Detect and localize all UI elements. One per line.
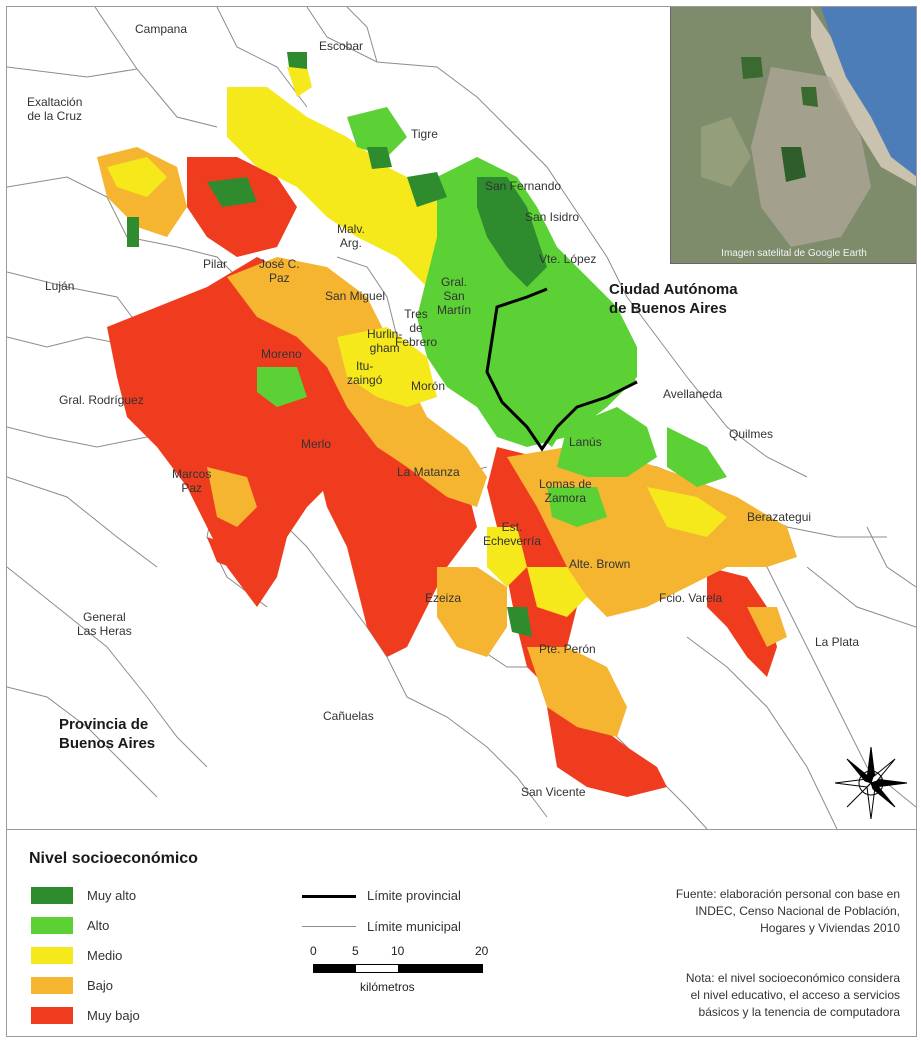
label-la-matanza: La Matanza xyxy=(397,465,460,479)
label-pilar: Pilar xyxy=(203,257,228,271)
legend: Nivel socioeconómico Muy alto Alto Medio… xyxy=(7,830,916,1036)
caba-area xyxy=(487,289,637,447)
compass-rose-icon xyxy=(834,746,908,820)
label-jose-c-paz: José C. Paz xyxy=(259,257,300,285)
legend-label-medio: Medio xyxy=(87,948,123,963)
label-canuelas: Cañuelas xyxy=(323,709,374,723)
provincial-boundary xyxy=(485,287,638,452)
scale-tick-20: 20 xyxy=(475,944,489,958)
label-fcio-varela: Fcio. Varela xyxy=(659,591,723,605)
label-san-martin: Gral. San Martín xyxy=(437,275,472,317)
scale-bar-graphic xyxy=(313,964,483,973)
label-campana: Campana xyxy=(135,22,188,36)
swatch-muy-alto xyxy=(31,887,73,904)
legend-title: Nivel socioeconómico xyxy=(29,850,198,867)
source-note: Fuente: elaboración personal con base en… xyxy=(675,887,900,935)
label-san-fernando: San Fernando xyxy=(485,179,562,193)
label-san-vicente: San Vicente xyxy=(521,785,586,799)
label-escobar: Escobar xyxy=(319,39,364,53)
label-gral-rodriguez: Gral. Rodríguez xyxy=(59,393,144,407)
map-figure: Imagen satelital de Google Earth Campana… xyxy=(6,6,917,1037)
satellite-inset-image: Imagen satelital de Google Earth xyxy=(670,7,916,264)
label-vte-lopez: Vte. López xyxy=(539,252,597,266)
swatch-alto xyxy=(31,917,73,934)
scale-bar: 0 5 10 20 kilómetros xyxy=(305,944,495,1004)
label-merlo: Merlo xyxy=(301,437,332,451)
label-lujan: Luján xyxy=(45,279,75,293)
label-provincia: Provincia de Buenos Aires xyxy=(59,716,156,752)
scale-tick-5: 5 xyxy=(352,944,359,958)
label-quilmes: Quilmes xyxy=(729,427,774,441)
label-exaltacion: Exaltación de la Cruz xyxy=(27,95,83,123)
label-san-isidro: San Isidro xyxy=(525,210,580,224)
label-tres-febrero: Tres de Febrero xyxy=(395,307,438,349)
inset-caption: Imagen satelital de Google Earth xyxy=(721,248,867,259)
label-moron: Morón xyxy=(411,379,446,393)
label-hurlingham: Hurlin- gham xyxy=(367,327,403,355)
municipal-line-sample xyxy=(302,926,356,927)
scale-tick-0: 0 xyxy=(310,944,317,958)
scale-tick-10: 10 xyxy=(391,944,405,958)
label-ezeiza: Ezeiza xyxy=(425,591,462,605)
label-moreno: Moreno xyxy=(261,347,302,361)
label-alte-brown: Alte. Brown xyxy=(569,557,631,571)
label-ituzaingo: Itu- zaingó xyxy=(347,359,383,387)
label-general-las-heras: General Las Heras xyxy=(77,610,132,638)
label-marcos-paz: Marcos Paz xyxy=(172,467,212,495)
label-la-plata: La Plata xyxy=(815,635,860,649)
label-malv-arg: Malv. Arg. xyxy=(337,222,365,250)
label-caba: Ciudad Autónoma de Buenos Aires xyxy=(609,281,738,317)
label-avellaneda: Avellaneda xyxy=(663,387,723,401)
label-san-miguel: San Miguel xyxy=(325,289,386,303)
label-echeverria: Est. Echeverría xyxy=(483,520,542,548)
label-pte-peron: Pte. Perón xyxy=(539,642,596,656)
scale-unit: kilómetros xyxy=(360,980,415,994)
label-lomas: Lomas de Zamora xyxy=(539,477,592,505)
label-lanus: Lanús xyxy=(569,435,602,449)
legend-label-muy-alto: Muy alto xyxy=(87,888,137,903)
provincial-line-sample xyxy=(302,895,356,898)
swatch-bajo xyxy=(31,977,73,994)
swatch-medio xyxy=(31,947,73,964)
swatch-muy-bajo xyxy=(31,1007,73,1024)
label-berazategui: Berazategui xyxy=(747,510,812,524)
legend-label-provincial: Límite provincial xyxy=(367,888,461,903)
map-canvas xyxy=(7,7,916,829)
methodology-note: Nota: el nivel socioeconómico considera … xyxy=(685,971,900,1019)
legend-label-muy-bajo: Muy bajo xyxy=(87,1008,140,1023)
label-tigre: Tigre xyxy=(411,127,438,141)
legend-label-alto: Alto xyxy=(87,918,110,933)
map-area: Imagen satelital de Google Earth Campana… xyxy=(7,7,916,830)
legend-label-municipal: Límite municipal xyxy=(367,919,461,934)
satellite-inset-graphic xyxy=(671,7,916,263)
legend-label-bajo: Bajo xyxy=(87,978,114,993)
